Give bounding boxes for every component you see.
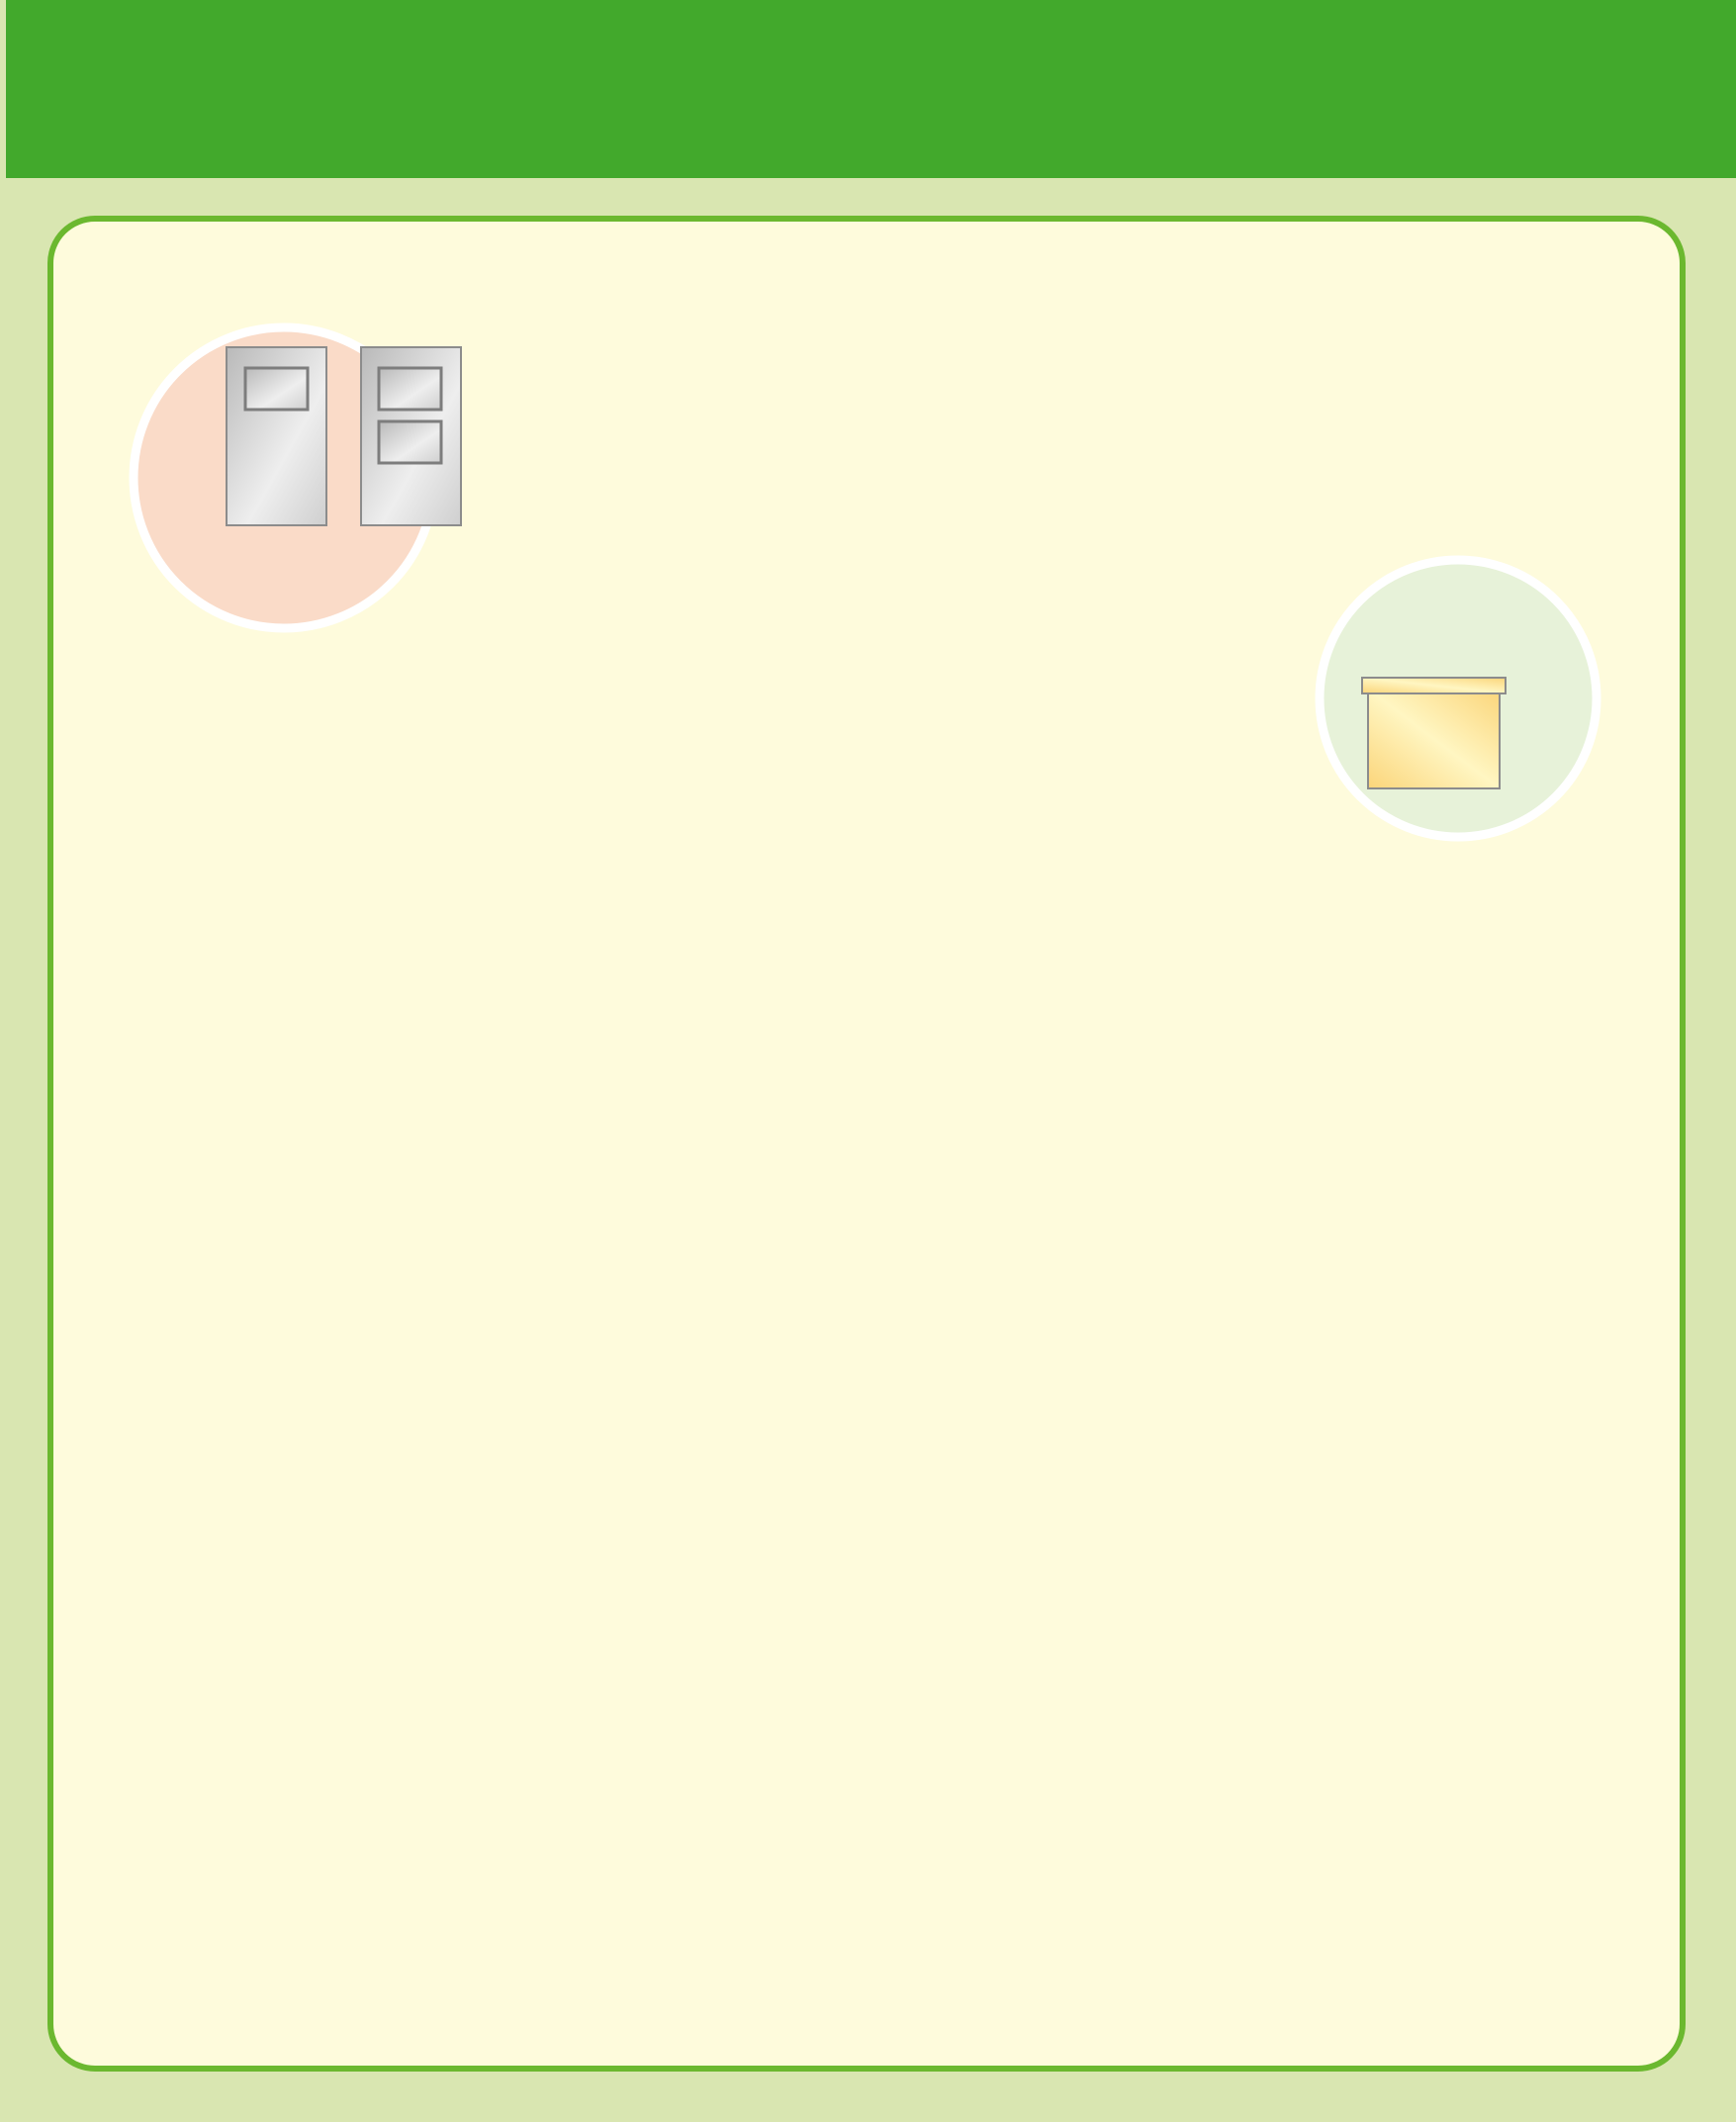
control-room-circle — [1315, 555, 1601, 842]
header-bar — [6, 0, 1736, 178]
power-supply-circle — [129, 323, 462, 633]
